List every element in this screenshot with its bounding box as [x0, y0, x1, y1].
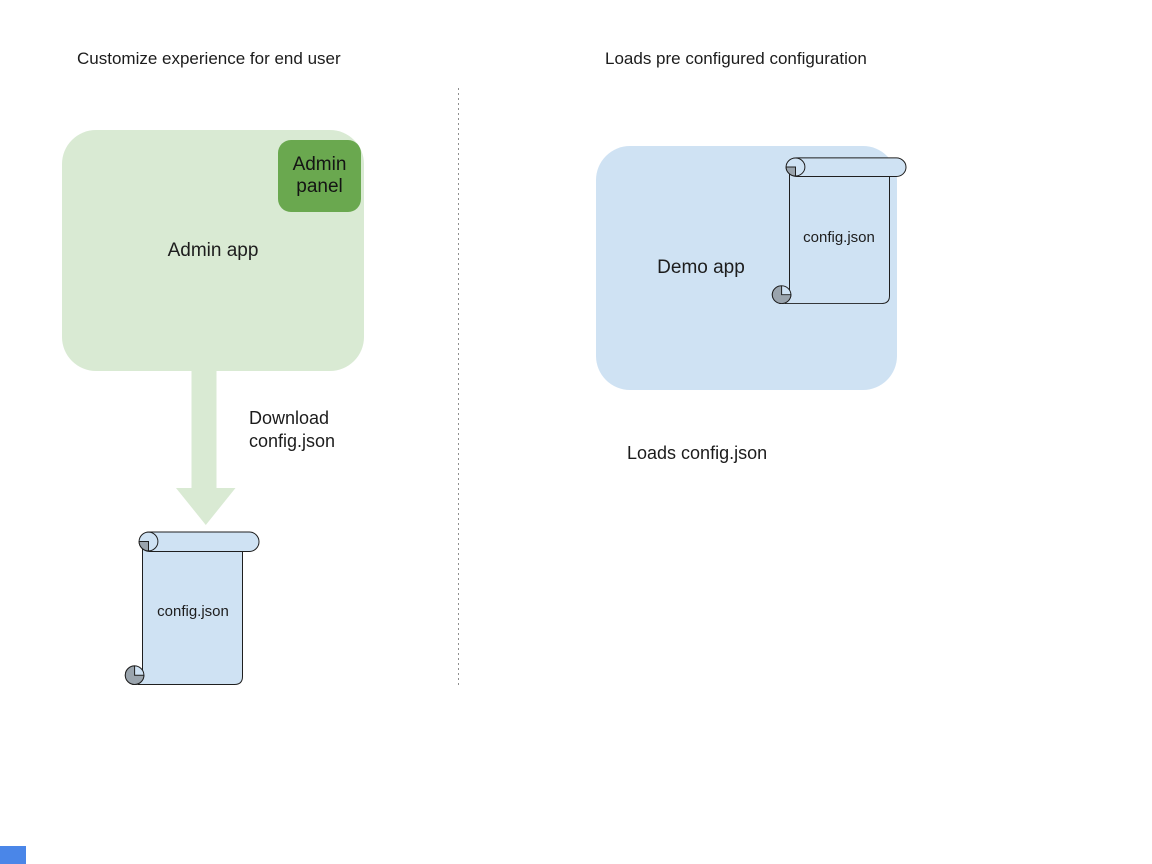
- admin-app-label: Admin app: [167, 239, 259, 261]
- config-scroll-icon-left: [124, 531, 260, 685]
- left-section-title: Customize experience for end user: [77, 49, 341, 68]
- loads-caption: Loads config.json: [627, 443, 768, 463]
- right-section-title: Loads pre configured configuration: [605, 49, 867, 68]
- config-file-label-right: config.json: [803, 229, 875, 246]
- demo-app-label: Demo app: [657, 257, 745, 278]
- admin-panel-box: Admin panel: [278, 140, 361, 212]
- download-caption: Download config.json: [249, 408, 336, 451]
- config-file-label-left: config.json: [157, 603, 229, 620]
- selection-cursor-marker: [0, 846, 26, 864]
- admin-panel-label: Admin panel: [292, 154, 347, 197]
- download-arrow-icon: [176, 371, 236, 525]
- section-divider: [458, 88, 459, 685]
- config-scroll-icon-right: [771, 157, 907, 305]
